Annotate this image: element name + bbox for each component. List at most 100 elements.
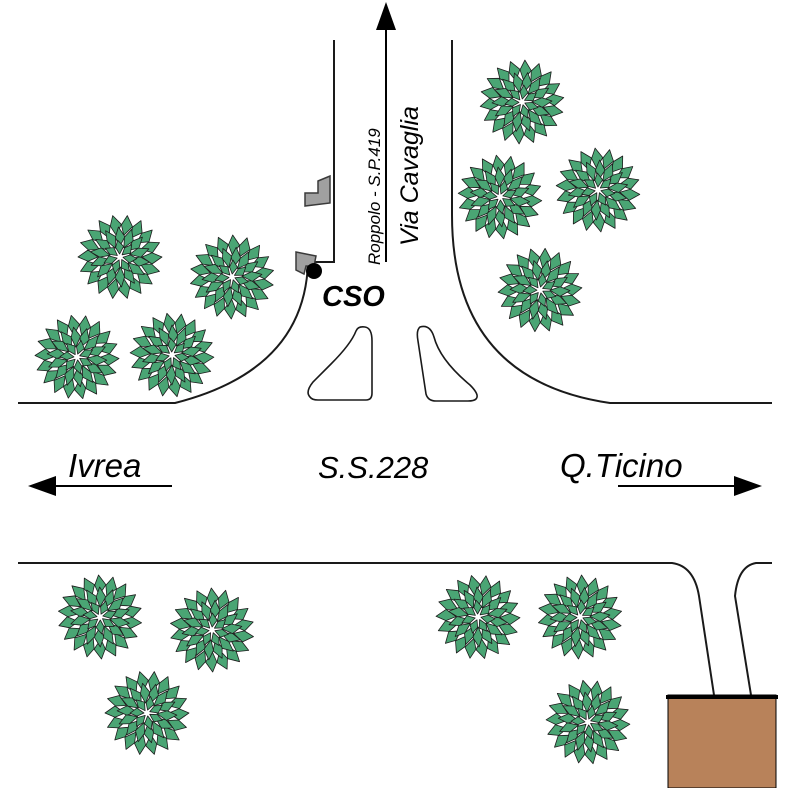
- tree-leaf: [537, 292, 547, 307]
- tree-leaf: [485, 622, 503, 636]
- tree-leaf: [475, 214, 488, 232]
- tree-leaf: [202, 632, 211, 646]
- tree-leaf: [73, 633, 87, 651]
- tree-leaf: [90, 602, 100, 615]
- tree-leaf: [482, 190, 498, 200]
- tree-leaf: [576, 574, 589, 596]
- tree-leaf: [114, 632, 129, 649]
- tree-leaf: [86, 355, 108, 366]
- tree-leaf: [543, 94, 565, 106]
- tree-leaf: [66, 343, 76, 355]
- tree-leaf: [590, 714, 604, 723]
- side-access-edge: [733, 562, 772, 696]
- tree-leaf: [528, 311, 541, 333]
- tree-leaf: [113, 583, 127, 601]
- tree-leaf: [174, 353, 190, 362]
- tree-leaf: [598, 628, 616, 641]
- tree-leaf: [538, 614, 559, 626]
- tree-leaf: [561, 283, 583, 296]
- tree-leaf: [59, 351, 75, 361]
- traffic-island-west: [307, 326, 373, 401]
- tree-icon: [170, 587, 254, 673]
- tree-leaf: [107, 717, 127, 729]
- tree-leaf: [80, 239, 100, 251]
- tree-leaf: [542, 281, 556, 290]
- tree-leaf: [504, 97, 520, 107]
- tree-leaf: [92, 371, 109, 386]
- tree-leaf: [253, 267, 274, 280]
- tree-icon: [77, 215, 163, 299]
- tree-leaf: [481, 589, 492, 609]
- tree-leaf: [584, 743, 597, 765]
- tree-leaf: [559, 169, 579, 181]
- tree-leaf: [532, 260, 543, 281]
- label-north-road-name: Via Cavaglia: [396, 106, 424, 246]
- tree-leaf: [479, 604, 491, 616]
- tree-icon: [545, 679, 631, 765]
- tree-leaf: [577, 707, 587, 720]
- tree-leaf: [107, 597, 124, 612]
- tree-leaf: [90, 256, 111, 267]
- tree-leaf: [121, 259, 130, 272]
- tree-leaf: [194, 650, 206, 671]
- tree-leaf: [584, 724, 594, 740]
- tree-leaf: [132, 335, 153, 347]
- tree-leaf: [97, 263, 113, 278]
- tree-leaf: [228, 234, 240, 256]
- label-north-road-ref: Roppolo - S.P.419: [365, 128, 384, 265]
- tree-leaf: [495, 218, 508, 240]
- north-road-east-edge: [451, 40, 772, 404]
- label-outfall: CSO: [322, 281, 385, 313]
- tree-leaf: [183, 617, 203, 628]
- tree-leaf: [114, 685, 131, 700]
- arrow-north: [376, 2, 396, 262]
- tree-icon: [435, 575, 521, 659]
- tree-leaf: [497, 284, 519, 297]
- label-main-road: S.S.228: [318, 450, 429, 485]
- tree-leaf: [571, 638, 584, 660]
- tree-leaf: [90, 247, 111, 258]
- tree-leaf: [581, 187, 596, 196]
- tree-leaf: [546, 266, 560, 283]
- tree-leaf: [234, 266, 247, 276]
- tree-leaf: [124, 731, 137, 750]
- tree-leaf: [570, 626, 581, 647]
- tree-icon: [129, 312, 215, 398]
- tree-leaf: [165, 364, 176, 386]
- tree-leaf: [524, 102, 539, 111]
- trees: [34, 59, 641, 765]
- tree-leaf: [140, 263, 160, 275]
- tree-leaf: [512, 104, 521, 117]
- tree-icon: [104, 671, 190, 755]
- tree-leaf: [570, 619, 579, 633]
- tree-leaf: [519, 84, 529, 100]
- tree-leaf: [122, 254, 138, 264]
- tree-leaf: [582, 616, 597, 626]
- tree-leaf: [140, 682, 151, 704]
- tree-leaf: [520, 104, 529, 119]
- tree-leaf: [594, 172, 603, 188]
- tree-leaf: [34, 348, 56, 361]
- tree-leaf: [100, 600, 109, 615]
- tree-leaf: [85, 625, 97, 645]
- tree-leaf: [87, 618, 99, 630]
- tree-leaf: [602, 163, 614, 182]
- arrow-west: [28, 476, 172, 496]
- tree-leaf: [469, 619, 478, 634]
- tree-leaf: [135, 699, 146, 712]
- tree-leaf: [206, 587, 219, 609]
- tree-leaf: [135, 722, 145, 743]
- tree-leaf: [527, 77, 541, 95]
- tree-leaf: [70, 615, 91, 626]
- tree-leaf: [36, 359, 57, 372]
- tree-leaf: [512, 292, 532, 303]
- tree-leaf: [213, 297, 225, 317]
- tree-leaf: [528, 299, 539, 320]
- tree-leaf: [479, 575, 492, 596]
- tree-leaf: [173, 342, 185, 354]
- tree-leaf: [102, 610, 117, 619]
- tree-leaf: [233, 619, 254, 632]
- tree-leaf: [520, 111, 531, 132]
- tree-leaf: [214, 619, 226, 629]
- tree-leaf: [463, 590, 475, 609]
